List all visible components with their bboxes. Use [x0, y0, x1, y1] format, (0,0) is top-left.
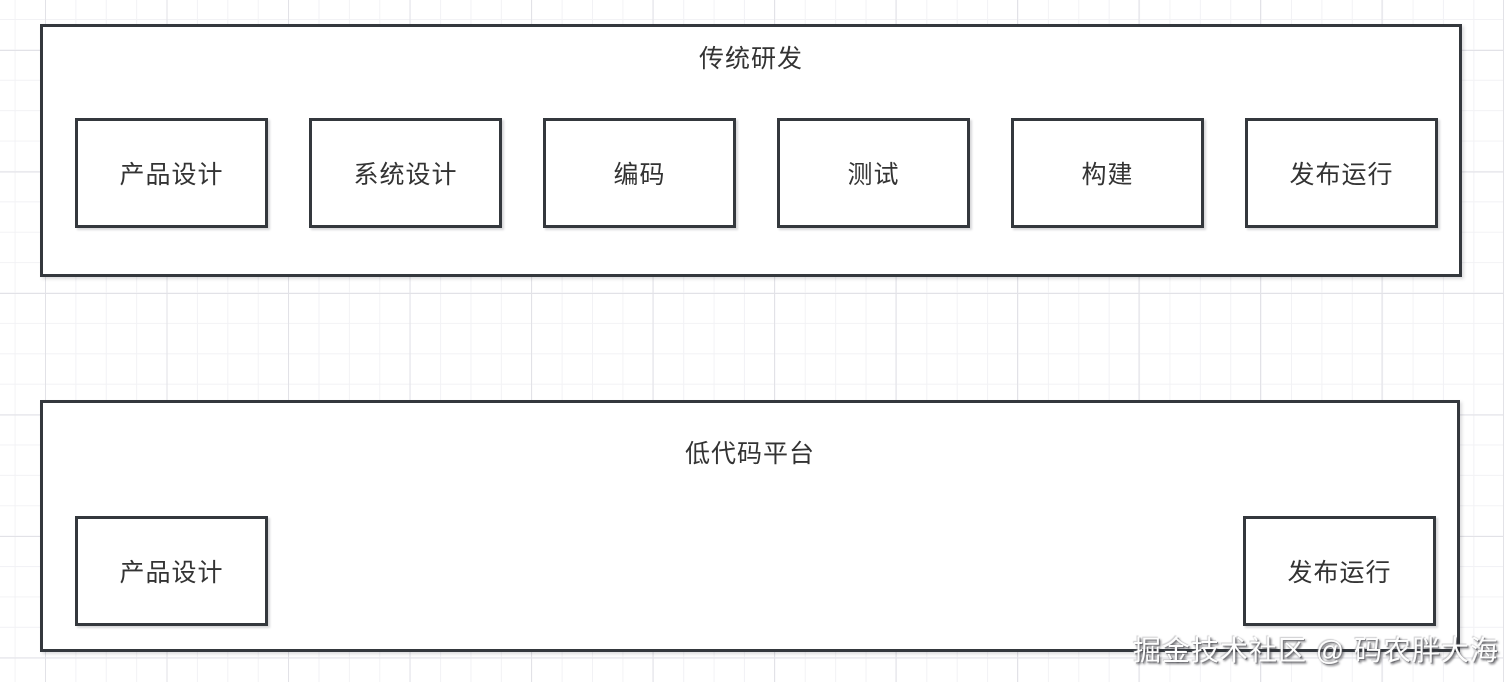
traditional-steps-row: 产品设计 系统设计 编码 测试 构建 发布运行 [75, 118, 1438, 228]
step-box-product-design: 产品设计 [75, 118, 268, 228]
group-title-lowcode-platform: 低代码平台 [684, 440, 815, 468]
step-box-release-run: 发布运行 [1243, 516, 1436, 626]
group-title-traditional-dev: 传统研发 [698, 45, 803, 73]
step-box-build: 构建 [1011, 118, 1204, 228]
group-traditional-dev: 传统研发 产品设计 系统设计 编码 测试 构建 发布运行 [40, 24, 1462, 277]
step-label: 产品设计 [119, 559, 224, 587]
step-label: 产品设计 [119, 161, 224, 189]
step-box-system-design: 系统设计 [309, 118, 502, 228]
lowcode-steps-row: 产品设计 发布运行 [75, 516, 1436, 626]
step-box-release-run: 发布运行 [1245, 118, 1438, 228]
step-box-product-design: 产品设计 [75, 516, 268, 626]
step-box-coding: 编码 [543, 118, 736, 228]
step-label: 测试 [847, 161, 900, 189]
step-label: 编码 [613, 161, 666, 189]
step-label: 发布运行 [1289, 161, 1394, 189]
group-lowcode-platform: 低代码平台 产品设计 发布运行 [40, 400, 1460, 652]
step-label: 构建 [1081, 161, 1134, 189]
step-label: 发布运行 [1287, 559, 1392, 587]
step-label: 系统设计 [353, 161, 458, 189]
watermark: 掘金技术社区 @ 码农胖大海 [1133, 635, 1499, 666]
step-box-testing: 测试 [777, 118, 970, 228]
